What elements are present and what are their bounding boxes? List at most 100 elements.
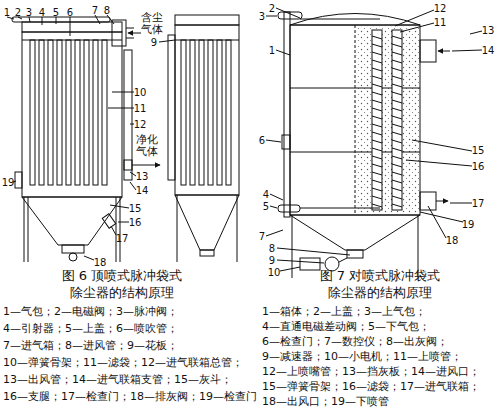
spring-frame [392, 68, 402, 71]
parts-list-line: 18—出风口；19—下喷管 [262, 396, 389, 408]
spring-frame [372, 52, 382, 55]
callout-number: 9 [269, 255, 275, 266]
flow-label: 含尘气体 [141, 12, 163, 36]
filter-bag [217, 40, 222, 185]
callout-number: 5 [263, 201, 269, 212]
callout-number: 8 [104, 5, 110, 16]
callout-number: 18 [94, 257, 107, 268]
spring-frame [372, 196, 382, 199]
callout-number: 10 [268, 267, 281, 278]
spring-frame [372, 204, 382, 207]
filter-bag [66, 40, 71, 185]
callout-number: 8 [269, 243, 275, 254]
parts-list-line: 9—减速器；10—小电机；11—上喷管； [262, 351, 462, 363]
parts-list-line: 12—上喷嘴管；13—挡灰板；14—进风口； [262, 366, 480, 378]
callout-number: 17 [472, 198, 485, 209]
callout-number: 19 [462, 219, 475, 230]
callout-number: 6 [67, 7, 73, 18]
spring-frame [392, 100, 402, 103]
filter-bag [181, 40, 186, 185]
filter-bag [392, 30, 402, 210]
filter-bag [199, 40, 204, 185]
callout-number: 4 [39, 7, 45, 18]
spring-frame [392, 196, 402, 199]
callout-number: 4 [263, 189, 269, 200]
parts-list-line: 4—引射器；5—上盖；6—喷吹管； [3, 323, 178, 335]
figure-caption: 图 7 对喷式脉冲袋式 除尘器的结构原理 [295, 268, 465, 302]
spring-frame [392, 116, 402, 119]
callout-number: 1 [4, 7, 10, 18]
parts-list-line: 15—弹簧骨架；16—滤袋；17—进气联箱； [262, 381, 480, 393]
callout-number: 6 [259, 135, 265, 146]
callout-number: 3 [26, 7, 32, 18]
spring-frame [372, 84, 382, 87]
callout-number: 14 [482, 45, 495, 56]
filter-bag [102, 40, 107, 185]
spring-frame [392, 44, 402, 47]
spring-frame [392, 140, 402, 143]
spring-frame [392, 188, 402, 191]
callout-number: 14 [136, 185, 149, 196]
spring-frame [372, 148, 382, 151]
filter-bag [226, 40, 231, 185]
filter-bag [93, 40, 98, 185]
spring-frame [392, 204, 402, 207]
parts-list-line: 4—直通电磁差动阀；5—下气包； [262, 321, 430, 333]
parts-list-line: 1—气包；2—电磁阀；3—脉冲阀； [3, 306, 178, 318]
spring-frame [372, 76, 382, 79]
callout-number: 19 [2, 177, 15, 188]
spring-frame [372, 188, 382, 191]
spring-frame [372, 172, 382, 175]
spring-frame [392, 132, 402, 135]
callout-number: 5 [53, 7, 59, 18]
flow-label: 净化气体 [136, 134, 158, 158]
callout-number: 2 [269, 3, 275, 14]
callout-number: 12 [134, 119, 147, 130]
spring-frame [372, 156, 382, 159]
callout-number: 3 [259, 11, 265, 22]
spring-frame [392, 52, 402, 55]
parts-list-line: 16—支腿；17—检查门；18—排灰阀；19—检查门 [3, 391, 257, 403]
callout-number: 9 [151, 37, 157, 48]
spring-frame [392, 36, 402, 39]
spring-frame [392, 108, 402, 111]
spring-frame [372, 132, 382, 135]
parts-list-line: 10—弹簧骨架；11—滤袋；12—进气联箱总管； [3, 357, 243, 369]
callout-number: 1 [269, 45, 275, 56]
spring-frame [372, 44, 382, 47]
figure-caption: 图 6 顶喷式脉冲袋式 除尘器的结构原理 [37, 268, 207, 302]
spring-frame [372, 108, 382, 111]
filter-bag [39, 40, 44, 185]
spring-frame [372, 180, 382, 183]
parts-list-line: 1—箱体；2—上盖；3—上气包； [262, 306, 426, 318]
callout-number: 16 [472, 161, 485, 172]
filter-bag [84, 40, 89, 185]
spring-frame [392, 60, 402, 63]
filter-bag [372, 30, 382, 210]
spring-frame [372, 100, 382, 103]
callout-number: 16 [129, 217, 142, 228]
spring-frame [372, 68, 382, 71]
callout-number: 7 [259, 231, 265, 242]
filter-bag [190, 40, 195, 185]
callout-number: 2 [15, 7, 21, 18]
spring-frame [392, 180, 402, 183]
filter-bag [75, 40, 80, 185]
spring-frame [372, 116, 382, 119]
spring-frame [392, 84, 402, 87]
parts-list-line: 7—进气箱；8—进风管；9—花板； [3, 340, 178, 352]
filter-bag [48, 40, 53, 185]
callout-number: 11 [434, 17, 447, 28]
callout-number: 13 [482, 25, 495, 36]
callout-number: 15 [129, 203, 142, 214]
callout-number: 13 [136, 171, 149, 182]
callout-number: 7 [92, 5, 98, 16]
spring-frame [392, 92, 402, 95]
callout-number: 17 [116, 233, 129, 244]
spring-frame [372, 60, 382, 63]
spring-frame [392, 76, 402, 79]
spring-frame [372, 92, 382, 95]
filter-bag [57, 40, 62, 185]
callout-number: 10 [134, 87, 147, 98]
spring-frame [392, 124, 402, 127]
